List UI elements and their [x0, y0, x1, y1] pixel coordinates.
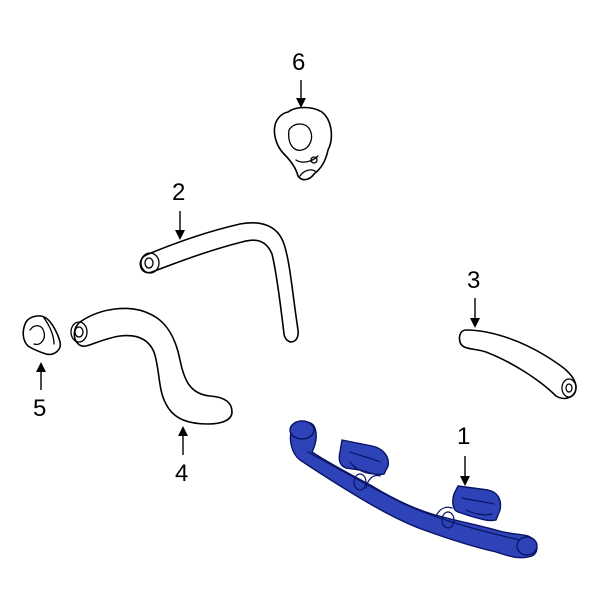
callout-3: 3 [467, 267, 480, 328]
part-6-bracket[interactable] [273, 106, 333, 181]
callout-4: 4 [175, 426, 188, 487]
callout-5: 5 [33, 362, 46, 422]
callout-1: 1 [457, 423, 470, 486]
callout-6-number: 6 [292, 49, 305, 76]
part-4-hose[interactable] [70, 307, 233, 425]
callout-5-number: 5 [33, 395, 46, 422]
callout-2-number: 2 [172, 179, 185, 206]
callout-1-number: 1 [457, 423, 470, 450]
part-1-pipe-assembly[interactable] [289, 420, 538, 559]
part-2-hose[interactable] [139, 222, 299, 343]
part-3-hose[interactable] [458, 329, 577, 400]
part-5-clip[interactable] [22, 315, 62, 356]
callout-3-number: 3 [467, 267, 480, 294]
callout-4-number: 4 [175, 460, 188, 487]
callout-6: 6 [292, 49, 306, 108]
callout-2: 2 [172, 179, 185, 240]
